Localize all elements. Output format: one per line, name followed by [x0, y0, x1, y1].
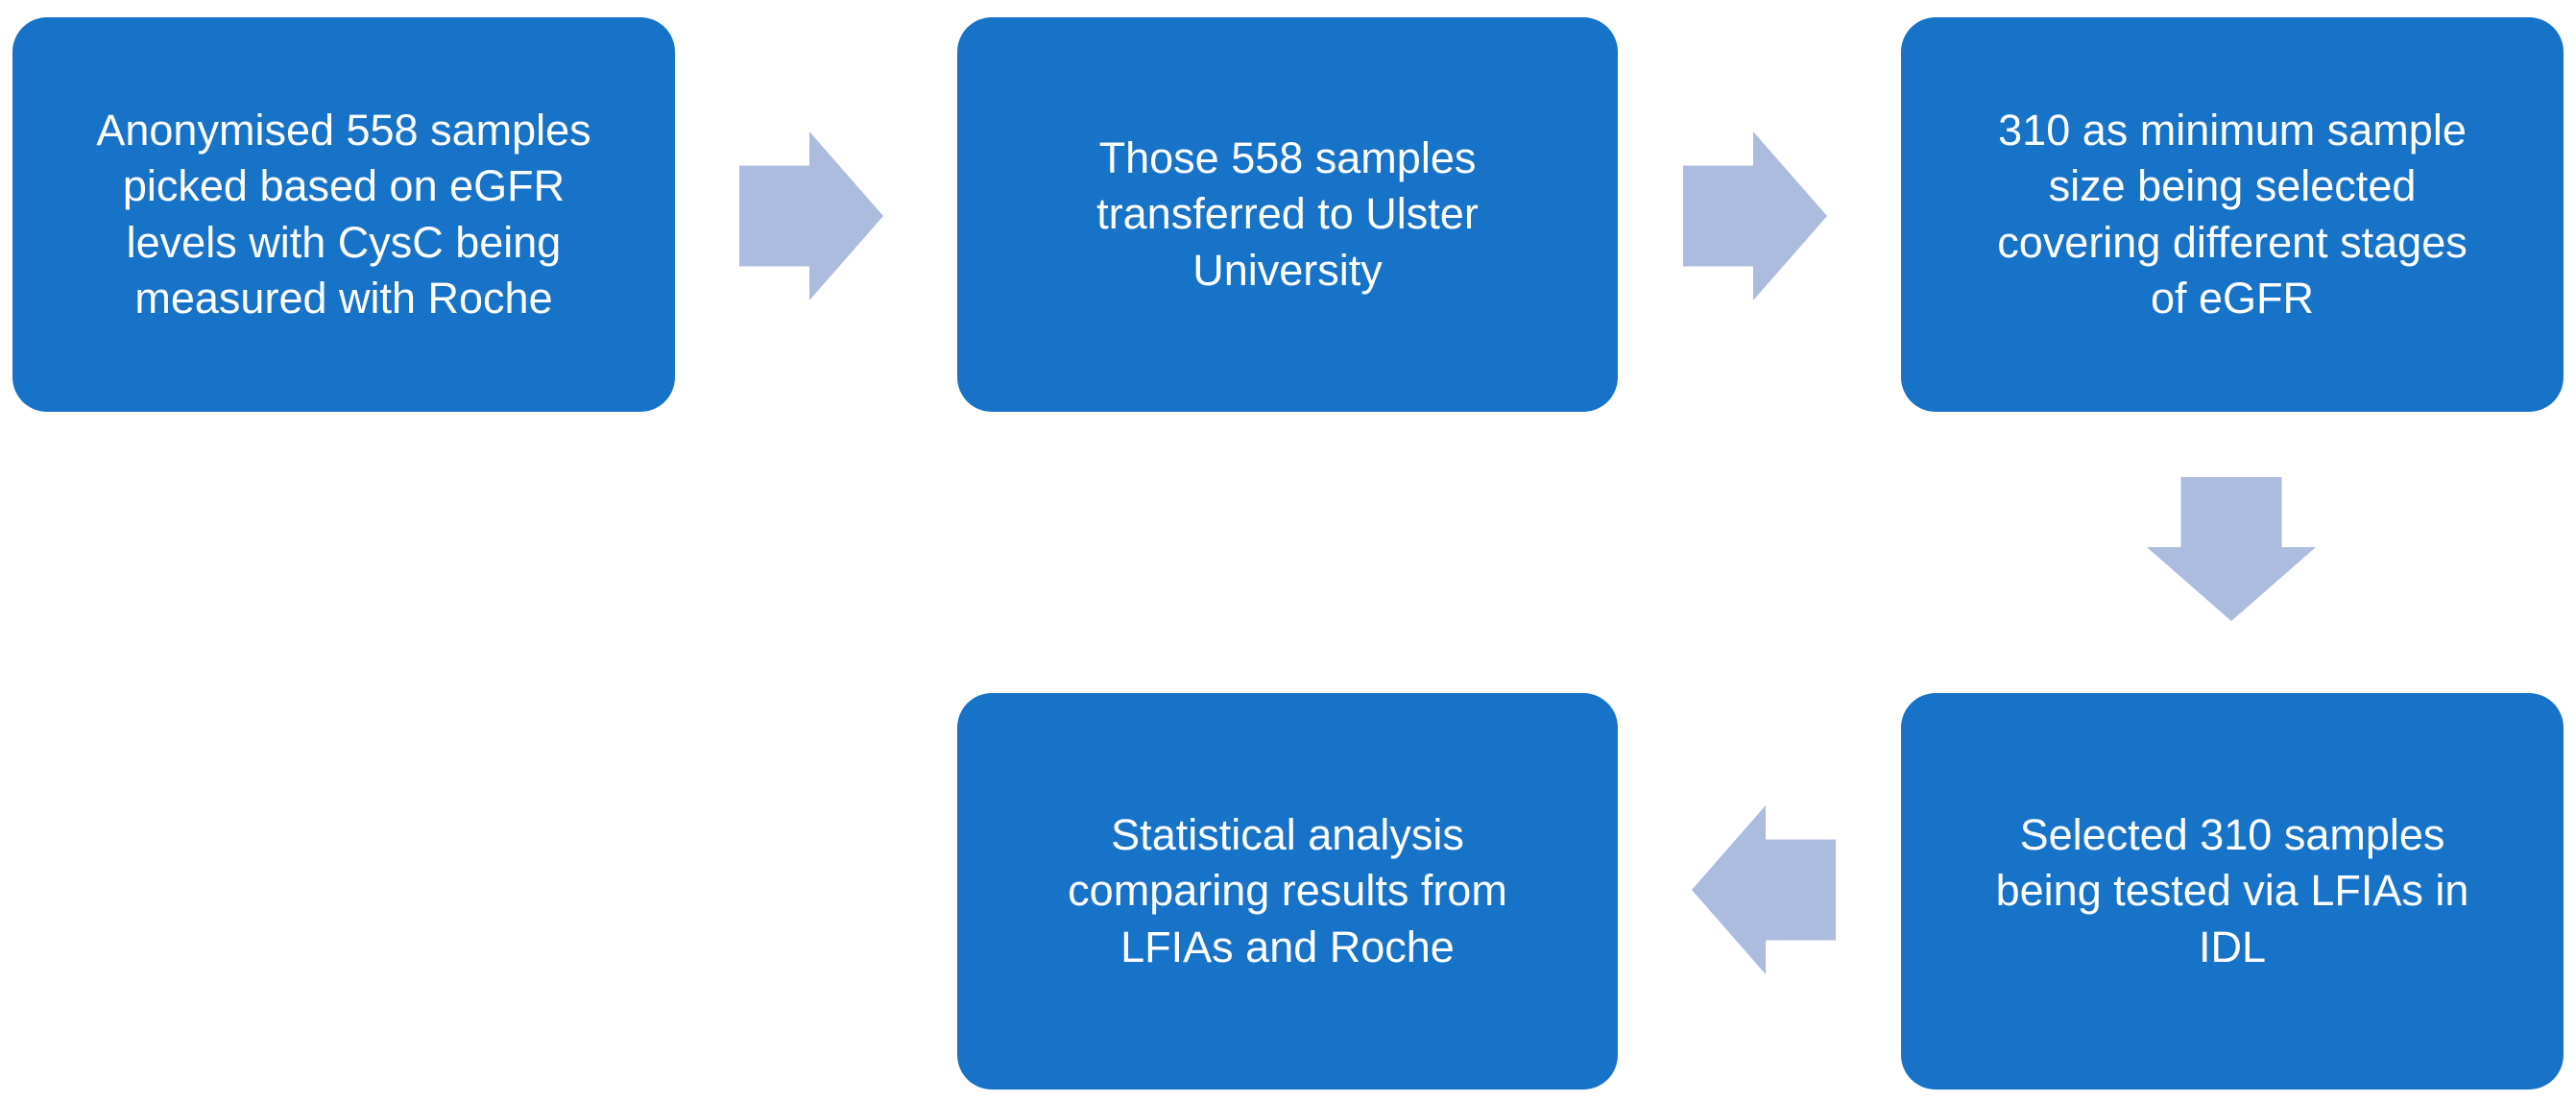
- flow-step-statistical-analysis: Statistical analysis comparing results f…: [957, 693, 1618, 1090]
- arrow-left-icon: [1692, 805, 1836, 974]
- flow-step-label: Selected 310 samples being tested via LF…: [1995, 810, 2469, 971]
- flow-step-anonymised-samples: Anonymised 558 samples picked based on e…: [12, 17, 675, 412]
- flow-step-label: 310 as minimum sample size being selecte…: [1997, 106, 2468, 323]
- flow-step-label: Statistical analysis comparing results f…: [1068, 810, 1507, 971]
- flow-step-label: Those 558 samples transferred to Ulster …: [1096, 133, 1479, 295]
- flow-step-label: Anonymised 558 samples picked based on e…: [96, 106, 591, 323]
- arrow-down-icon: [2147, 477, 2316, 621]
- flow-step-tested-lfias-idl: Selected 310 samples being tested via LF…: [1901, 693, 2564, 1090]
- flow-step-transferred-ulster: Those 558 samples transferred to Ulster …: [957, 17, 1618, 412]
- flow-step-minimum-sample-size: 310 as minimum sample size being selecte…: [1901, 17, 2564, 412]
- arrow-right-icon: [739, 132, 883, 300]
- arrow-right-icon: [1683, 132, 1827, 300]
